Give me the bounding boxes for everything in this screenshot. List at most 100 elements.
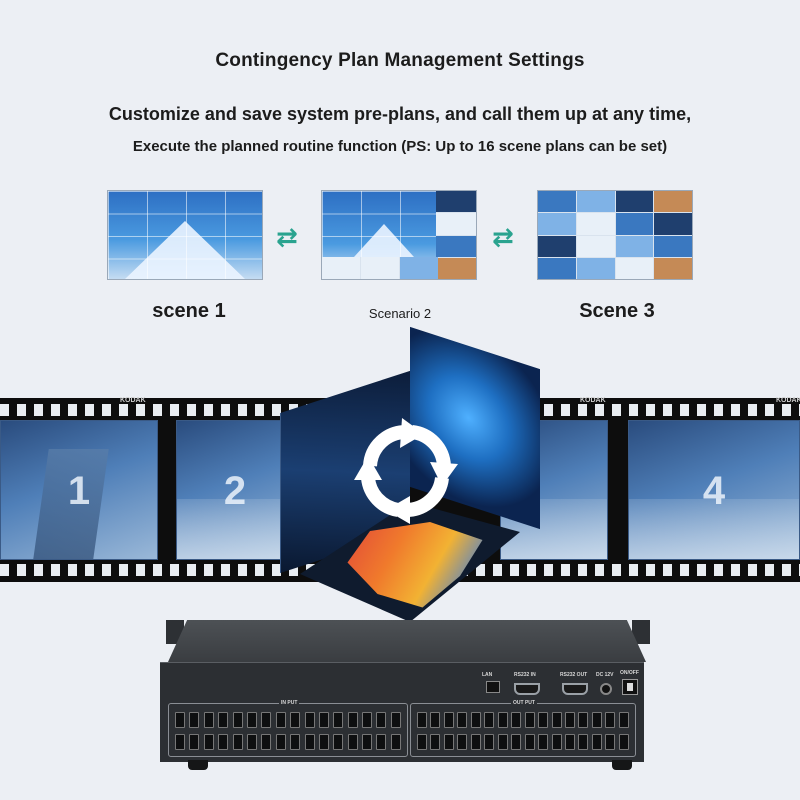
output-port[interactable] bbox=[470, 734, 481, 750]
output-port[interactable] bbox=[591, 734, 602, 750]
output-port[interactable] bbox=[443, 734, 454, 750]
input-port[interactable] bbox=[290, 734, 301, 750]
output-port[interactable] bbox=[538, 734, 549, 750]
input-port[interactable] bbox=[333, 734, 344, 750]
scene-3-label: Scene 3 bbox=[579, 300, 655, 322]
film-frame-1: 1 bbox=[0, 420, 158, 560]
output-port[interactable] bbox=[497, 712, 508, 728]
output-port[interactable] bbox=[511, 734, 522, 750]
scene-2-bottom-tiles bbox=[322, 257, 438, 279]
input-port[interactable] bbox=[275, 734, 286, 750]
output-port[interactable] bbox=[524, 734, 535, 750]
input-port[interactable] bbox=[275, 712, 286, 728]
lan-port[interactable] bbox=[486, 681, 500, 693]
output-port[interactable] bbox=[618, 734, 629, 750]
input-port[interactable] bbox=[304, 734, 315, 750]
input-port[interactable] bbox=[175, 712, 185, 728]
output-port-group: OUT PUT bbox=[410, 700, 636, 757]
output-port[interactable] bbox=[551, 734, 562, 750]
rs232-in-label: RS232 IN bbox=[514, 672, 536, 678]
output-port[interactable] bbox=[430, 712, 441, 728]
output-port[interactable] bbox=[605, 712, 616, 728]
scene-cube bbox=[270, 326, 550, 632]
input-port[interactable] bbox=[390, 734, 401, 750]
input-port[interactable] bbox=[261, 734, 272, 750]
road-image bbox=[177, 499, 293, 559]
lan-label: LAN bbox=[482, 672, 493, 678]
input-port[interactable] bbox=[376, 712, 387, 728]
output-port[interactable] bbox=[605, 734, 616, 750]
device-foot-right bbox=[612, 760, 632, 770]
road-image bbox=[629, 499, 799, 559]
dc-power-port[interactable] bbox=[600, 683, 612, 695]
output-port[interactable] bbox=[564, 712, 575, 728]
rs232-in-port[interactable] bbox=[514, 683, 540, 695]
rack-ear-right bbox=[632, 620, 650, 644]
input-port[interactable] bbox=[246, 712, 257, 728]
input-port[interactable] bbox=[189, 734, 200, 750]
output-port[interactable] bbox=[564, 734, 575, 750]
input-port[interactable] bbox=[318, 712, 329, 728]
description-line-1: Customize and save system pre-plans, and… bbox=[108, 104, 692, 124]
scene-3-thumbnail bbox=[537, 190, 693, 280]
output-port[interactable] bbox=[511, 712, 522, 728]
input-port[interactable] bbox=[175, 734, 185, 750]
input-port[interactable] bbox=[232, 712, 243, 728]
scene-2-side-tiles bbox=[436, 191, 476, 279]
power-switch[interactable] bbox=[622, 679, 638, 695]
output-port[interactable] bbox=[443, 712, 454, 728]
input-port[interactable] bbox=[318, 734, 329, 750]
output-port[interactable] bbox=[457, 734, 468, 750]
frame-number: 1 bbox=[67, 469, 91, 513]
input-port[interactable] bbox=[376, 734, 387, 750]
output-port[interactable] bbox=[430, 734, 441, 750]
scene-2-thumbnail bbox=[321, 190, 477, 280]
power-switch-label: ON/OFF bbox=[620, 670, 639, 676]
input-port[interactable] bbox=[218, 712, 229, 728]
frame-number: 2 bbox=[223, 469, 247, 513]
scene-3-tile-grid bbox=[538, 191, 692, 279]
output-port[interactable] bbox=[497, 734, 508, 750]
input-port[interactable] bbox=[203, 734, 214, 750]
input-port[interactable] bbox=[246, 734, 257, 750]
input-port[interactable] bbox=[304, 712, 315, 728]
output-port[interactable] bbox=[484, 712, 495, 728]
rs232-out-label: RS232 OUT bbox=[560, 672, 588, 678]
device-foot-left bbox=[188, 760, 208, 770]
input-port[interactable] bbox=[203, 712, 214, 728]
rs232-out-port[interactable] bbox=[562, 683, 588, 695]
input-port[interactable] bbox=[189, 712, 200, 728]
input-port[interactable] bbox=[290, 712, 301, 728]
output-port[interactable] bbox=[417, 712, 427, 728]
output-port[interactable] bbox=[591, 712, 602, 728]
output-port[interactable] bbox=[470, 712, 481, 728]
input-port[interactable] bbox=[232, 734, 243, 750]
input-port[interactable] bbox=[347, 734, 358, 750]
swap-arrows-icon: ⇄ bbox=[276, 222, 298, 252]
dc-power-label: DC 12V bbox=[596, 672, 614, 678]
output-group-label: OUT PUT bbox=[511, 700, 537, 706]
film-frame-4: 4 bbox=[628, 420, 800, 560]
output-port[interactable] bbox=[524, 712, 535, 728]
output-port[interactable] bbox=[484, 734, 495, 750]
film-brand-text: KODAK bbox=[120, 397, 146, 404]
input-port[interactable] bbox=[261, 712, 272, 728]
input-port[interactable] bbox=[362, 734, 373, 750]
input-port[interactable] bbox=[218, 734, 229, 750]
input-port[interactable] bbox=[390, 712, 401, 728]
input-port[interactable] bbox=[333, 712, 344, 728]
input-group-label: IN PUT bbox=[279, 700, 300, 706]
swap-arrows-icon: ⇄ bbox=[492, 222, 514, 252]
output-port[interactable] bbox=[417, 734, 427, 750]
rotate-cycle-icon bbox=[354, 418, 458, 524]
output-port[interactable] bbox=[538, 712, 549, 728]
film-brand-text: KODAK bbox=[580, 397, 606, 404]
input-port[interactable] bbox=[347, 712, 358, 728]
output-port[interactable] bbox=[578, 734, 589, 750]
output-port[interactable] bbox=[618, 712, 629, 728]
matrix-device-front-panel: LAN RS232 IN RS232 OUT DC 12V ON/OFF IN … bbox=[160, 662, 644, 762]
output-port[interactable] bbox=[578, 712, 589, 728]
output-port[interactable] bbox=[457, 712, 468, 728]
input-port[interactable] bbox=[362, 712, 373, 728]
output-port[interactable] bbox=[551, 712, 562, 728]
